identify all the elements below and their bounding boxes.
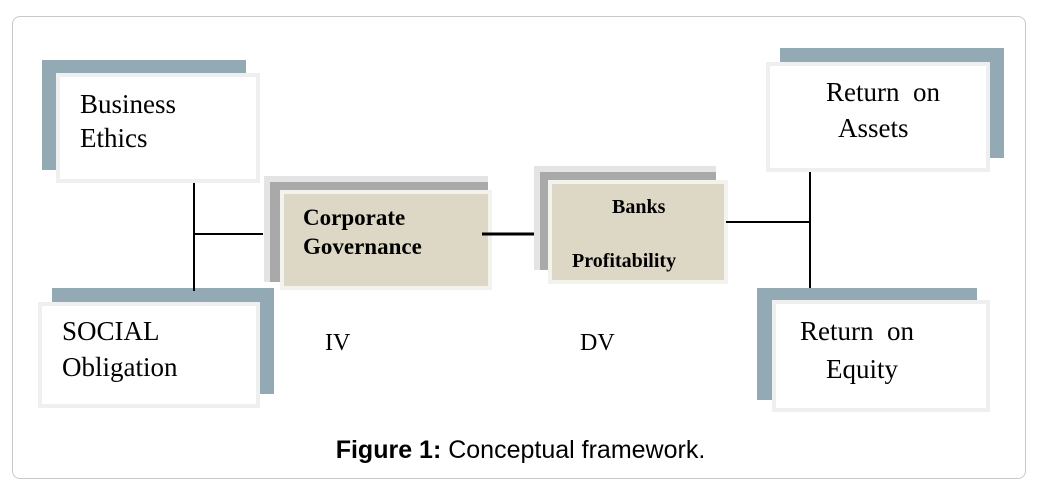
- business-ethics-line2: Ethics: [80, 123, 148, 153]
- figure-caption: Figure 1: Conceptual framework.: [0, 436, 1041, 465]
- social-obligation-line2: Obligation: [62, 352, 178, 382]
- business-ethics-box: [56, 73, 260, 183]
- ethics-social-connector: [193, 183, 195, 291]
- corporate-governance-line2: Governance: [303, 234, 422, 259]
- social-obligation-line1: SOCIAL: [62, 316, 160, 346]
- business-ethics-line1: Business: [80, 89, 177, 119]
- banks-profitability-line2: Profitability: [572, 250, 677, 272]
- return-on-equity-box: [772, 300, 990, 412]
- caption-text: Conceptual framework.: [441, 436, 706, 464]
- return-on-assets-line2: Assets: [838, 113, 909, 143]
- left-branch-to-governance: [195, 233, 263, 235]
- banks-profitability-line1: Banks: [612, 196, 666, 218]
- corporate-governance-box: [280, 190, 492, 290]
- corporate-governance-line1: Corporate: [303, 205, 406, 230]
- social-obligation-box: [38, 302, 260, 408]
- return-on-equity-line1: Return on: [800, 316, 914, 346]
- return-on-assets-line1: Return on: [826, 77, 940, 107]
- banks-profitability-box: [548, 180, 728, 284]
- dv-label: DV: [580, 330, 615, 356]
- caption-prefix: Figure 1:: [335, 436, 442, 464]
- profitability-to-outcomes-connector: [726, 221, 810, 223]
- iv-label: IV: [325, 330, 351, 356]
- return-on-equity-line2: Equity: [826, 354, 898, 384]
- roa-roe-connector: [809, 168, 811, 292]
- return-on-assets-box: [766, 62, 990, 172]
